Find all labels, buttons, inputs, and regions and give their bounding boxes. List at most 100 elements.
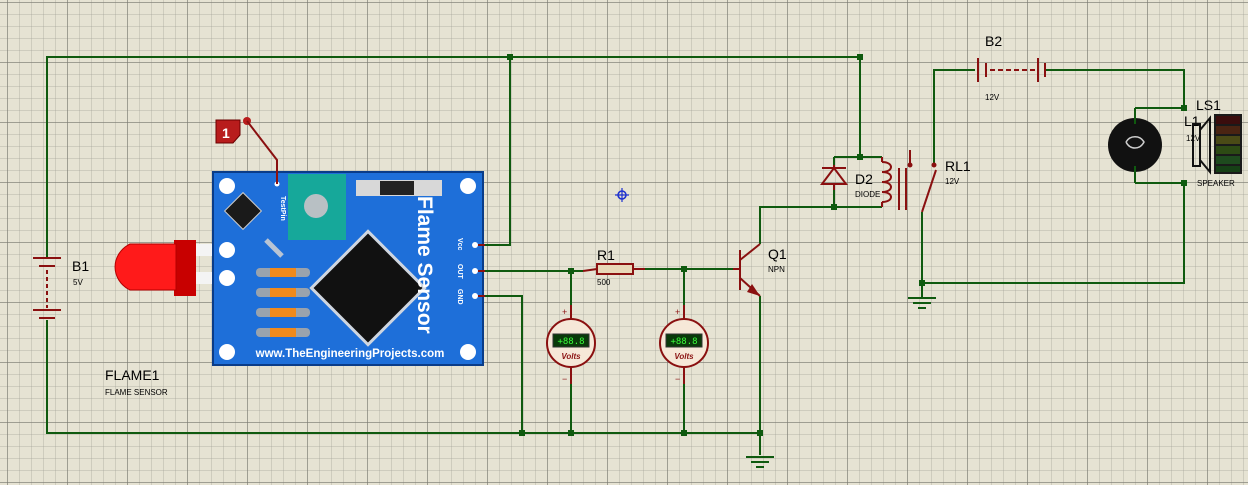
junction [1181, 180, 1187, 186]
ls1-type: SPEAKER [1197, 179, 1235, 188]
voltmeter-minus: − [562, 374, 567, 384]
q1-ref: Q1 [768, 246, 787, 262]
voltmeter-2[interactable]: +88.8 Volts + − [659, 305, 709, 384]
relay-rl1[interactable]: RL1 12V [881, 150, 971, 213]
smd-resistor-band [270, 268, 296, 277]
probe-flag [215, 119, 241, 144]
diode-triangle [820, 166, 848, 185]
probe-label: 1 [222, 125, 230, 141]
level-segment [1216, 136, 1240, 144]
speaker-cone [1199, 115, 1211, 175]
junctions [507, 54, 1187, 436]
level-segment [1216, 166, 1240, 172]
flame-ref: FLAME1 [105, 367, 160, 383]
testpin-label: TestPin [279, 196, 286, 221]
level-segment [1216, 116, 1240, 124]
junction [857, 54, 863, 60]
smd-resistor-band [270, 328, 296, 337]
level-segment [1216, 126, 1240, 134]
board-trace [264, 238, 284, 258]
diode-d2[interactable]: D2 DIODE [820, 165, 880, 199]
pin-gnd[interactable] [472, 293, 478, 299]
pin-label-out: OUT [456, 264, 463, 280]
resistor-lead [582, 268, 598, 272]
led-pad [219, 242, 235, 258]
battery-b2[interactable]: B2 12V [977, 33, 1046, 102]
flame-sensor-module[interactable]: Flame Sensor TestPin Vcc OUT GND www.The… [105, 171, 485, 397]
l1-ref: L1 [1184, 113, 1200, 129]
smd-resistor-band [270, 288, 296, 297]
collector-leg [739, 243, 761, 261]
voltmeter-display [665, 333, 703, 348]
wire-vcc [485, 57, 511, 246]
transistor-q1[interactable]: Q1 NPN [733, 243, 787, 297]
wire-gnd [485, 295, 523, 433]
voltmeter-display [552, 333, 590, 348]
r1-value: 500 [597, 278, 611, 287]
test-probe[interactable]: 1 [215, 117, 278, 184]
lamp-body [1108, 118, 1162, 172]
b1-value: 5V [73, 278, 83, 287]
relay-coil [881, 161, 892, 203]
mount-hole [219, 344, 235, 360]
rl1-ref: RL1 [945, 158, 971, 174]
led-base [174, 240, 196, 296]
junction [831, 204, 837, 210]
mount-hole [460, 344, 476, 360]
junction [568, 268, 574, 274]
lamp-l1[interactable]: L1 [1108, 108, 1200, 183]
flame-led [114, 240, 226, 296]
r1-ref: R1 [597, 247, 615, 263]
voltmeter-plus: + [675, 307, 680, 317]
mount-hole [219, 178, 235, 194]
origin-marker-icon [615, 188, 629, 202]
small-chip [223, 191, 263, 231]
junction [681, 266, 687, 272]
voltmeter-1[interactable]: +88.8 Volts + − [546, 305, 596, 384]
level-segment [1216, 146, 1240, 154]
voltmeter-unit: Volts [561, 352, 581, 361]
main-chip [309, 229, 427, 347]
smd-resistor-band [270, 308, 296, 317]
led-dome [114, 243, 177, 291]
resistor-body [596, 263, 634, 275]
pin-label-vcc: Vcc [456, 238, 463, 251]
ground-1 [746, 456, 774, 468]
speaker-level-bar [1214, 114, 1242, 174]
b1-ref: B1 [72, 258, 89, 274]
pin-out[interactable] [472, 268, 478, 274]
led-pad [219, 270, 235, 286]
voltmeter-plus: + [562, 307, 567, 317]
flame-type: FLAME SENSOR [105, 388, 168, 397]
potentiometer-knob [304, 194, 328, 218]
junction [757, 430, 763, 436]
d2-type: DIODE [855, 190, 880, 199]
voltmeter-unit: Volts [674, 352, 694, 361]
probe-lead [246, 120, 278, 184]
board-website: www.TheEngineeringProjects.com [255, 348, 445, 360]
pin-vcc[interactable] [472, 242, 478, 248]
speaker-magnet [1192, 123, 1201, 167]
emitter-arrow [747, 284, 760, 296]
wire-b2-right [1045, 69, 1185, 108]
relay-contact [931, 162, 937, 168]
junction [857, 154, 863, 160]
wire-top-rail [46, 56, 861, 250]
ls1-value: 12V [1186, 134, 1201, 143]
speaker-ls1[interactable]: LS1 12V SPEAKER [1186, 97, 1242, 188]
relay-switch-arm [921, 169, 937, 213]
pin-label-gnd: GND [456, 289, 463, 305]
resistor-r1[interactable]: R1 500 [582, 247, 645, 287]
board-title: Flame Sensor [413, 196, 436, 334]
wire-b2-left [933, 69, 975, 163]
junction [519, 430, 525, 436]
b2-ref: B2 [985, 33, 1002, 49]
junction [919, 280, 925, 286]
junction [507, 54, 513, 60]
lamp-filament [1125, 136, 1145, 149]
relay-contact [907, 162, 913, 168]
rl1-value: 12V [945, 177, 960, 186]
battery-b1[interactable]: B1 5V [33, 250, 89, 319]
voltmeter-minus: − [675, 374, 680, 384]
